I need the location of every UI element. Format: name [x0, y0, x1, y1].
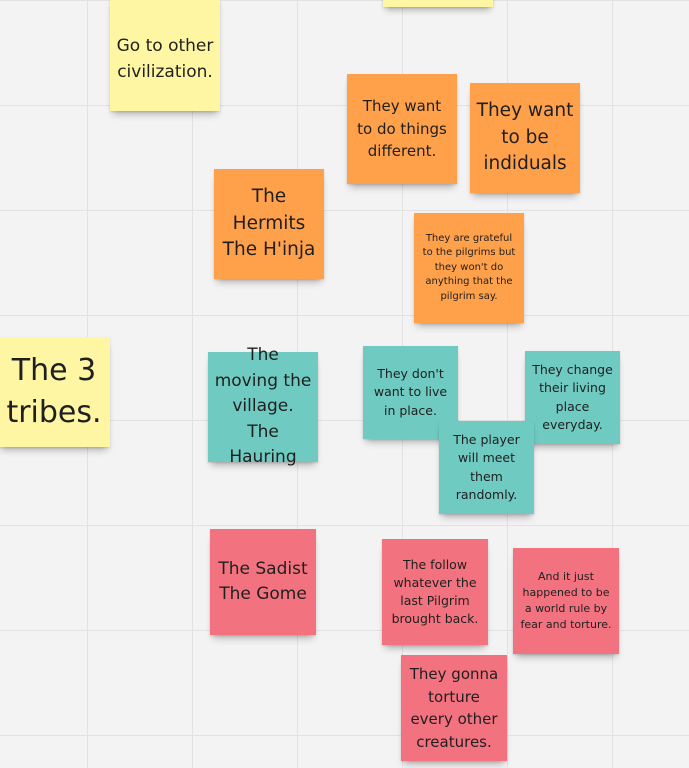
sticky-note-text: The player will meet them randomly. — [453, 432, 520, 502]
sticky-note-text: They want to be indiduals — [476, 99, 574, 175]
sticky-note-top-partial[interactable] — [383, 0, 493, 7]
sticky-note-text: They change their living place everyday. — [532, 362, 613, 432]
sticky-note-dont-want-live-in-place[interactable]: They don't want to live in place. — [363, 346, 458, 439]
sticky-note-text: The follow whatever the last Pilgrim bro… — [391, 556, 479, 627]
sticky-note-text: The moving the village. The Hauring — [214, 345, 312, 468]
sticky-note-text: They want to do things different. — [357, 97, 447, 161]
sticky-note-go-to-other-civilization[interactable]: Go to other civilization. — [110, 0, 220, 111]
sticky-note-change-living-place[interactable]: They change their living place everyday. — [525, 351, 620, 444]
sticky-note-text: The Hermits The H'inja — [222, 185, 316, 261]
sticky-note-three-tribes[interactable]: The 3 tribes. — [0, 337, 110, 447]
sticky-note-text: They gonna torture every other creatures… — [409, 665, 499, 751]
sticky-note-text: They don't want to live in place. — [373, 366, 448, 418]
sticky-note-torture[interactable]: They gonna torture every other creatures… — [401, 655, 507, 761]
sticky-note-sadist[interactable]: The Sadist The Gome — [210, 529, 316, 635]
sticky-note-want-different[interactable]: They want to do things different. — [347, 74, 457, 184]
sticky-note-follow-whatever[interactable]: The follow whatever the last Pilgrim bro… — [382, 539, 488, 645]
sticky-note-want-individuals[interactable]: They want to be indiduals — [470, 83, 580, 193]
sticky-note-player-meet-randomly[interactable]: The player will meet them randomly. — [439, 421, 534, 514]
sticky-note-text: The Sadist The Gome — [218, 558, 308, 605]
sticky-note-text: The 3 tribes. — [6, 353, 102, 430]
sticky-note-hermits[interactable]: The Hermits The H'inja — [214, 169, 324, 279]
sticky-note-grateful[interactable]: They are grateful to the pilgrims but th… — [414, 213, 524, 323]
sticky-note-world-rule[interactable]: And it just happened to be a world rule … — [513, 548, 619, 654]
sticky-note-text: And it just happened to be a world rule … — [520, 570, 612, 631]
sticky-note-text: Go to other civilization. — [116, 36, 214, 82]
sticky-note-text: They are grateful to the pilgrims but th… — [422, 232, 516, 302]
sticky-note-moving-village[interactable]: The moving the village. The Hauring — [208, 345, 318, 467]
